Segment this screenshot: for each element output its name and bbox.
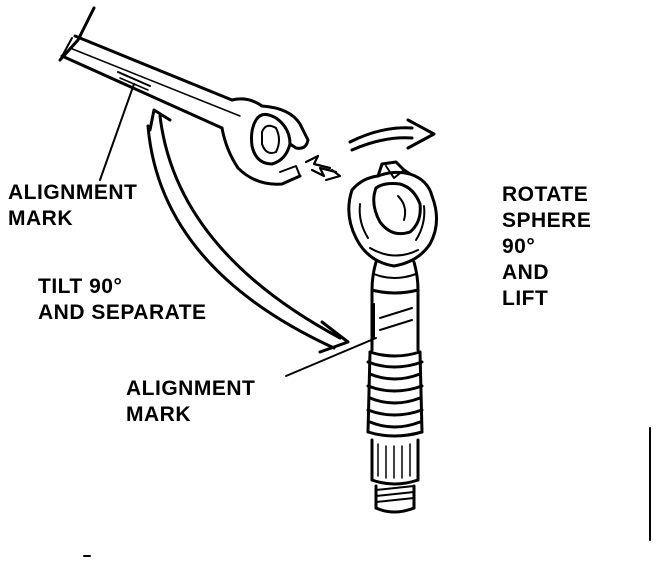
tilt-label: TILT 90° AND SEPARATE xyxy=(38,274,207,326)
lower-shaft xyxy=(366,260,424,514)
label-line: TILT 90° xyxy=(38,275,123,298)
leader-lower-alignment xyxy=(285,337,377,377)
yoke-socket xyxy=(220,97,310,186)
upper-shaft xyxy=(58,6,241,130)
label-line: SPHERE xyxy=(502,209,592,232)
label-line: ALIGNMENT xyxy=(8,181,138,204)
separate-arrows xyxy=(304,154,342,182)
leader-lines xyxy=(99,83,377,377)
lower-alignment-mark xyxy=(379,307,413,319)
upper-alignment-mark xyxy=(117,71,151,87)
label-line: MARK xyxy=(8,207,73,230)
alignment-mark-label-bottom: ALIGNMENT MARK xyxy=(126,376,255,428)
rotate-arrow xyxy=(348,118,436,152)
edge-marks xyxy=(83,427,651,557)
label-line: LIFT xyxy=(502,287,549,310)
alignment-mark-label-top: ALIGNMENT MARK xyxy=(8,180,137,232)
label-line: AND SEPARATE xyxy=(38,301,207,324)
rotate-label: ROTATE SPHERE 90° AND LIFT xyxy=(502,182,591,312)
label-line: AND xyxy=(502,261,549,284)
label-line: MARK xyxy=(126,403,191,426)
label-line: ALIGNMENT xyxy=(126,377,256,400)
label-line: 90° xyxy=(502,235,536,258)
tilt-arrow xyxy=(146,108,350,354)
label-line: ROTATE xyxy=(502,183,589,206)
leader-upper-alignment xyxy=(99,83,135,181)
sphere-head xyxy=(347,160,438,268)
